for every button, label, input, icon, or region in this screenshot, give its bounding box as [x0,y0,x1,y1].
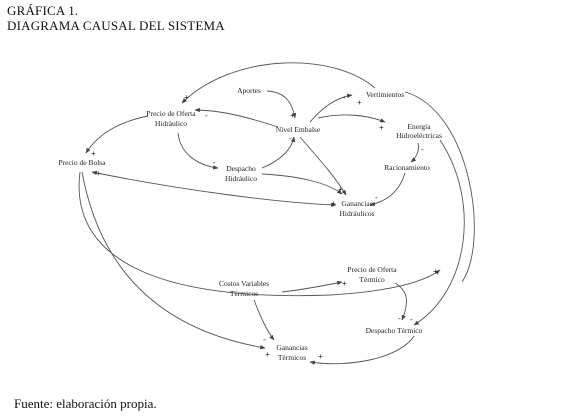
node-aportes-label: Aportes [237,86,261,95]
node-nivel-label: Nivel Embalse [276,125,321,134]
polarity-energia-desterm: - [410,315,413,324]
polarity-bolsa-ganhid: + [331,199,336,208]
link-bolsa-desterm [78,171,441,297]
node-aportes: Aportes [237,86,261,95]
link-racion-ganhid [369,172,406,207]
node-costos-line2: Térmicos [230,289,258,298]
node-energia-line1: Energía [407,122,431,131]
node-ganancias-hidraulicos: Ganancias Hidráulicos [340,199,375,218]
node-despacho-hidraulico: Despacho Hidráulico [225,164,257,183]
node-pohid-line1: Precio de Oferta [146,109,196,118]
node-pohid-line2: Hidráulico [155,119,187,128]
link-desterm-ganterm [309,335,415,365]
node-precio-bolsa: Precio de Bolsa [58,158,106,167]
polarity-pohid-vert: + [184,93,189,102]
polarity-costos-poterm: + [342,279,347,288]
link-bolsa-ganterm [81,171,266,350]
node-vertimientos-label: Vertimientos [366,90,404,99]
link-energia-desterm [413,139,465,326]
node-precio-oferta-hidraulico: Precio de Oferta Hidráulico [146,109,196,128]
polarity-bolsa-desterm: + [433,267,438,276]
node-ganancias-termicos: Ganancias Térmicos [276,343,307,362]
polarity-costos-ganterm: - [263,335,266,344]
polarity-aportes-nivel: + [290,111,295,120]
node-despacho-termico: Despacho Térmico [366,326,423,335]
node-ganterm-line1: Ganancias [276,343,307,352]
polarity-bolsa-ganterm: + [265,350,270,359]
link-bolsa-ganhid [91,170,337,207]
node-racionamiento: Racionamiento [384,163,430,172]
figure-heading: GRÁFICA 1. DIAGRAMA CAUSAL DEL SISTEMA [7,3,225,33]
node-energia-line2: Hidroeléctricas [396,131,442,140]
node-nivel-embalse: Nivel Embalse [276,125,321,134]
node-costos-line1: Costos Variables [219,279,269,288]
link-costos-poterm [281,280,343,293]
polarity-despacho-nivel: - [289,134,292,143]
polarity-energia-racion: - [421,145,424,154]
link-pohid-despacho [177,132,219,170]
polarity-pohid-bolsa: + [91,149,96,158]
polarity-nivel-pohid: - [205,111,208,120]
link-pohid-bolsa [85,115,149,154]
polarity-signs: + - + - + + + - - - - + + + + - + - + + … [91,93,438,361]
link-poterm-desterm [394,282,407,321]
polarity-nivel-vert: + [357,98,362,107]
node-despacho-line1: Despacho [226,164,256,173]
node-despacho-line2: Hidráulico [225,174,257,183]
source-note: Fuente: elaboración propia. [14,396,157,411]
node-ganterm-line2: Térmicos [278,353,306,362]
node-ganhid-line1: Ganancias [341,199,372,208]
link-nivel-energia [317,114,386,123]
polarity-pohid-despacho: - [213,158,216,167]
causal-links [78,62,475,365]
figure-title: DIAGRAMA CAUSAL DEL SISTEMA [7,18,225,33]
node-ganhid-line2: Hidráulicos [340,209,375,218]
link-despacho-ganhid [261,173,343,195]
link-vert-right-arc [404,91,475,283]
node-poterm-line2: Térmico [359,275,385,284]
figure-label: GRÁFICA 1. [7,3,79,18]
node-desterm-label: Despacho Térmico [366,326,423,335]
node-precio-oferta-termico: Precio de Oferta Térmico [347,265,397,284]
link-nivel-vertimientos [309,93,353,123]
link-costos-ganterm [253,299,275,341]
node-poterm-line1: Precio de Oferta [347,265,397,274]
link-nivel-pohid [194,107,279,128]
polarity-poterm-desterm: - [398,314,401,323]
node-energia-hidroelectricas: Energía Hidroeléctricas [396,122,442,140]
polarity-ganhid-bolsa: + [96,169,101,178]
node-vertimientos: Vertimientos [366,90,404,99]
link-energia-racion [410,142,419,163]
link-vertimientos-pohid [181,62,376,104]
polarity-racion-ganhid: - [375,193,378,202]
polarity-despacho-ganhid: + [338,185,343,194]
polarity-desterm-ganterm: + [318,352,323,361]
polarity-nivel-energia: + [379,123,384,132]
node-costos-variables-termicos: Costos Variables Térmicos [219,279,269,298]
node-racion-label: Racionamiento [384,163,430,172]
link-nivel-ganhid [299,136,347,196]
link-aportes-nivel [266,90,297,119]
link-despacho-nivel [261,136,296,169]
polarity-vert-nivel: - [343,93,346,102]
node-bolsa-label: Precio de Bolsa [58,158,106,167]
